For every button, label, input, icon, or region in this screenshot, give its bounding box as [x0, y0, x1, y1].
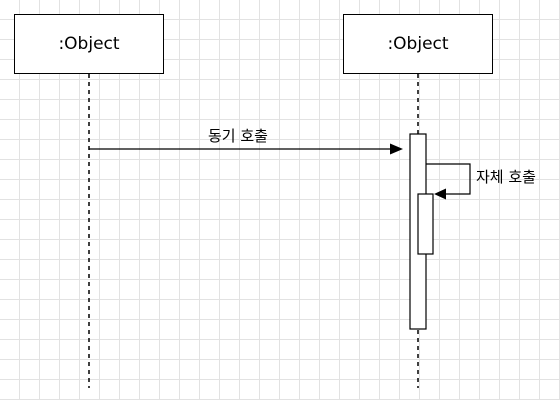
- object-box-1[interactable]: :Object: [14, 14, 164, 74]
- object-label-2: :Object: [387, 34, 449, 54]
- object-label-1: :Object: [58, 34, 120, 54]
- self-call-arrowhead: [434, 188, 446, 200]
- self-call-label: 자체 호출: [476, 168, 536, 186]
- sync-call-label: 동기 호출: [208, 127, 268, 145]
- sync-call-arrowhead: [390, 143, 403, 155]
- object-box-2[interactable]: :Object: [343, 14, 493, 74]
- activation-bar-self: [417, 193, 434, 255]
- self-call-arrow-line: [426, 163, 471, 195]
